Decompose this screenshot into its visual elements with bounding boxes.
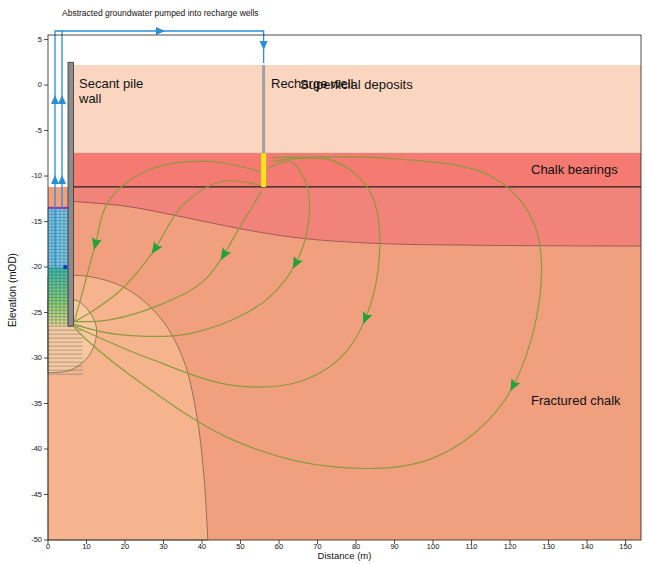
- flow-line: [74, 191, 262, 322]
- tick-label: 10: [82, 543, 90, 552]
- tick-label: 90: [390, 543, 398, 552]
- tick-label: -40: [31, 445, 42, 454]
- tick-label: 0: [46, 543, 50, 552]
- tick-label: 140: [581, 543, 594, 552]
- tick-label: 60: [275, 543, 283, 552]
- upper-chalk-zone: [73, 187, 641, 246]
- tick-label: 110: [466, 543, 478, 552]
- flow-arrow: [506, 378, 520, 393]
- flow-arrow: [148, 241, 163, 257]
- layer-band: Superficial deposits: [297, 76, 416, 93]
- tick-label: 0: [38, 81, 42, 90]
- tick-label: -10: [31, 172, 42, 181]
- flow-arrow: [358, 311, 372, 326]
- layer-boundary: [73, 202, 641, 247]
- layer-band: Fractured chalk: [528, 392, 624, 409]
- layer-name: Fractured chalk: [531, 393, 621, 408]
- tick-label: 30: [159, 543, 167, 552]
- tick-label: -30: [31, 354, 42, 363]
- tick-label: 100: [427, 543, 440, 552]
- excavation-water: [48, 208, 68, 267]
- flow-line: [74, 181, 260, 322]
- pipe-caption: Abstracted groundwater pumped into recha…: [62, 9, 259, 19]
- layer-name: Chalk bearings: [531, 162, 618, 177]
- recharge-well-casing: [262, 65, 265, 153]
- tick-label: 70: [313, 543, 321, 552]
- recharge-well-screen: [261, 153, 266, 187]
- axis-title: Elevation (mOD): [7, 253, 19, 327]
- layer-boundary: [73, 153, 641, 154]
- tick-label: 150: [619, 543, 632, 552]
- axes: [44, 35, 641, 544]
- tick-label: -35: [31, 399, 42, 408]
- flow-arrow: [89, 237, 102, 251]
- tick-label: 40: [198, 543, 206, 552]
- mesh-zone: [48, 267, 68, 326]
- flow-arrow: [288, 256, 302, 271]
- layer-band: Chalk bearings: [528, 161, 621, 178]
- tick-label: -45: [31, 490, 42, 499]
- axis-title: Distance (m): [318, 551, 372, 562]
- flow-line: [74, 157, 541, 469]
- secant-pile-wall: [68, 62, 73, 326]
- illustration: [44, 27, 641, 544]
- tick-label: 5: [38, 35, 42, 44]
- tick-label: -15: [31, 217, 42, 226]
- flow-arrow: [216, 247, 231, 262]
- tick-label: 50: [236, 543, 244, 552]
- layer-boundary: [73, 186, 641, 187]
- chalk-bearings-layer: [73, 153, 641, 187]
- tick-label: -25: [31, 308, 42, 317]
- pipe-arrow: [51, 27, 268, 184]
- tick-label: 120: [504, 543, 517, 552]
- pipe: [55, 31, 264, 267]
- tick-label: 130: [542, 543, 555, 552]
- superficial-deposits-layer: [73, 65, 641, 153]
- tick-label: -50: [31, 536, 42, 545]
- flow-line: [74, 158, 380, 387]
- flow-lines: [74, 157, 541, 469]
- wall-label: Secant pile wall: [79, 77, 151, 107]
- tick-label: 80: [352, 543, 360, 552]
- tick-label: -5: [35, 126, 42, 135]
- water-level: [48, 207, 68, 209]
- tick-label: -20: [31, 263, 42, 272]
- fractured-chalk-layer: [48, 187, 641, 540]
- flow-line: [74, 161, 309, 336]
- layer-name: Superficial deposits: [300, 77, 413, 92]
- mesh: [48, 208, 83, 374]
- pump-intake: [63, 265, 67, 269]
- tick-label: 20: [121, 543, 129, 552]
